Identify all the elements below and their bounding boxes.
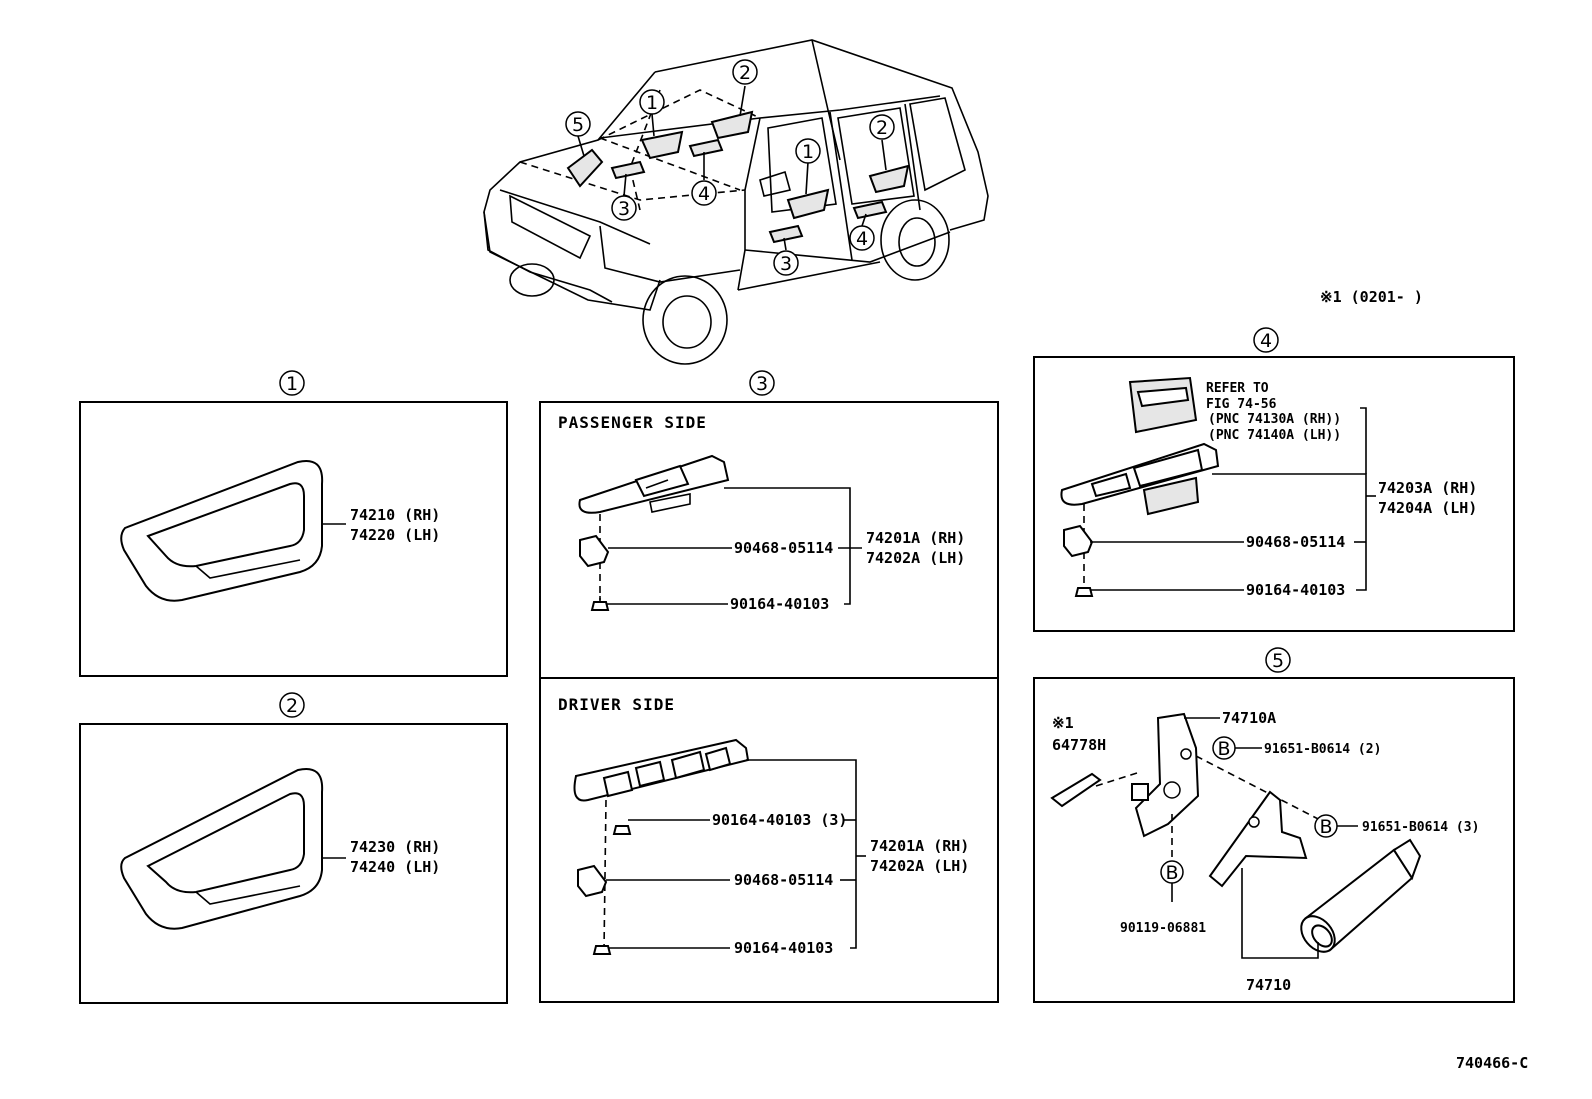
driver-side-title: DRIVER SIDE [558, 695, 675, 714]
part-74204A: 74204A (LH) [1378, 499, 1477, 517]
part-74710: 74710 [1246, 976, 1291, 994]
callout-b-1: B [1212, 736, 1236, 760]
bracket-74710A [1131, 712, 1200, 838]
vehicle-illustration [483, 39, 989, 365]
part-90164-40103-d: 90164-40103 [734, 939, 833, 957]
driver-screw-3 [612, 825, 632, 835]
door-handle-bezel-front [120, 460, 324, 602]
svg-text:4: 4 [698, 183, 710, 205]
svg-text:B: B [1217, 738, 1230, 760]
section-2-box [79, 723, 508, 1004]
note-period: ※1 (0201- ) [1320, 288, 1423, 306]
lighter-housing [1208, 790, 1308, 888]
svg-text:3: 3 [756, 373, 768, 395]
refer-line-2: FIG 74-56 [1206, 397, 1277, 412]
passenger-side-title: PASSENGER SIDE [558, 413, 707, 432]
driver-clip [577, 864, 608, 898]
part-74210: 74210 (RH) [350, 506, 440, 524]
part-90468-05114-p: 90468-05114 [734, 539, 833, 557]
passenger-switch-panel [578, 454, 730, 514]
callout-3-side: 3 [773, 250, 799, 276]
part-90468-05114-r: 90468-05114 [1246, 533, 1345, 551]
callout-2-side: 2 [869, 114, 895, 140]
svg-text:B: B [1165, 862, 1178, 884]
part-90164-40103-p: 90164-40103 [730, 595, 829, 613]
refer-line-4: (PNC 74140A (LH)) [1208, 428, 1341, 443]
diagram-code: 740466-C [1456, 1054, 1528, 1072]
callout-4-side: 4 [849, 225, 875, 251]
driver-switch-panel [573, 738, 750, 802]
part-74240: 74240 (LH) [350, 858, 440, 876]
cigarette-lighter [1300, 838, 1422, 953]
svg-text:3: 3 [618, 198, 630, 220]
part-90164-40103-r: 90164-40103 [1246, 581, 1345, 599]
svg-text:1: 1 [646, 92, 658, 114]
driver-screw [592, 945, 612, 955]
part-74201A-d: 74201A (RH) [870, 837, 969, 855]
svg-text:1: 1 [286, 373, 298, 395]
callout-1-top: 1 [639, 89, 665, 115]
section-3-box [539, 401, 999, 1003]
part-91651-B0614-3: 91651-B0614 (3) [1362, 820, 1479, 835]
section-3-header: 3 [749, 370, 775, 396]
section-5-box [1033, 677, 1515, 1003]
callout-b-3: B [1314, 814, 1338, 838]
refer-line-1: REFER TO [1206, 381, 1269, 396]
part-74230: 74230 (RH) [350, 838, 440, 856]
door-handle-bezel-rear [120, 768, 324, 930]
part-74710A: 74710A [1222, 709, 1276, 727]
svg-text:4: 4 [1260, 330, 1272, 352]
lighter-cable [1050, 772, 1102, 808]
rear-switch-panel [1060, 442, 1220, 516]
svg-text:2: 2 [876, 117, 888, 139]
callout-b-2: B [1160, 860, 1184, 884]
part-90468-05114-d: 90468-05114 [734, 871, 833, 889]
section-4-box [1033, 356, 1515, 632]
part-90119-06881: 90119-06881 [1120, 921, 1206, 936]
part-74202A-d: 74202A (LH) [870, 857, 969, 875]
svg-text:2: 2 [739, 62, 751, 84]
section-1-box [79, 401, 508, 677]
part-74203A: 74203A (RH) [1378, 479, 1477, 497]
svg-text:5: 5 [572, 114, 584, 136]
rear-clip [1063, 524, 1094, 558]
refer-line-3: (PNC 74130A (RH)) [1208, 412, 1341, 427]
section-1-header: 1 [279, 370, 305, 396]
section-5-header: 5 [1265, 647, 1291, 673]
svg-text:1: 1 [802, 141, 814, 163]
svg-text:2: 2 [286, 695, 298, 717]
switch-bezel-referred [1128, 376, 1198, 434]
callout-5-top: 5 [565, 111, 591, 137]
section-2-header: 2 [279, 692, 305, 718]
callout-1-side: 1 [795, 138, 821, 164]
passenger-screw [590, 596, 610, 611]
part-90164-40103-3: 90164-40103 (3) [712, 811, 847, 829]
part-74202A-p: 74202A (LH) [866, 549, 965, 567]
part-74220: 74220 (LH) [350, 526, 440, 544]
svg-text:3: 3 [780, 253, 792, 275]
part-74201A-p: 74201A (RH) [866, 529, 965, 547]
section-4-header: 4 [1253, 327, 1279, 353]
rear-screw [1074, 587, 1094, 597]
note-mark-1: ※1 [1052, 714, 1074, 732]
part-64778H: 64778H [1052, 736, 1106, 754]
svg-text:B: B [1319, 816, 1332, 838]
part-91651-B0614-2: 91651-B0614 (2) [1264, 742, 1381, 757]
callout-4-top: 4 [691, 180, 717, 206]
svg-text:5: 5 [1272, 650, 1284, 672]
callout-2-top: 2 [732, 59, 758, 85]
passenger-clip [579, 534, 610, 568]
svg-text:4: 4 [856, 228, 868, 250]
callout-3-top: 3 [611, 195, 637, 221]
